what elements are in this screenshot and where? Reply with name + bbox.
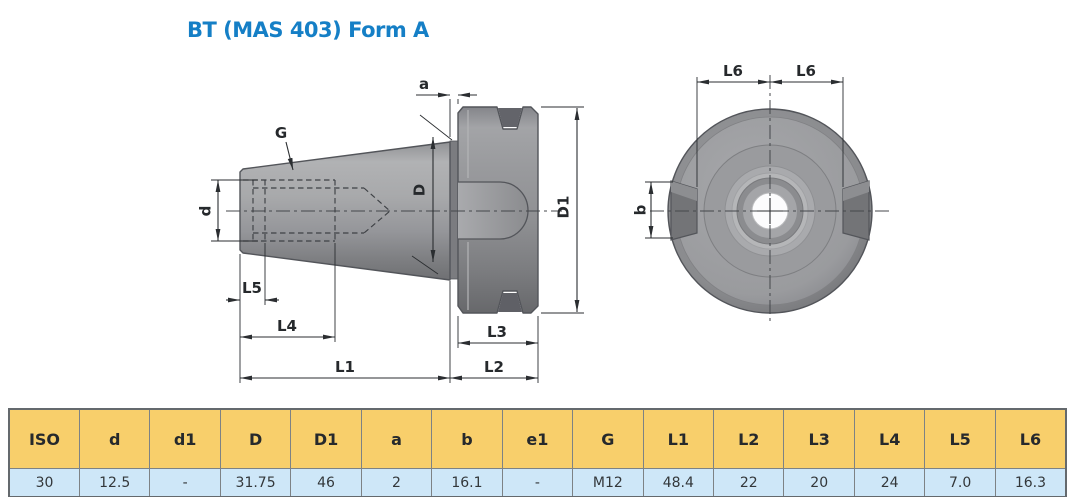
dim-label-l3: L3 (487, 323, 507, 341)
cell-e1: - (501, 468, 574, 497)
col-header-a: a (360, 408, 433, 469)
col-header-l5: L5 (924, 408, 996, 469)
cell-l4: 24 (853, 468, 926, 497)
dim-label-a: a (419, 75, 429, 93)
dim-label-l5: L5 (242, 279, 262, 297)
drive-slot-section (458, 182, 528, 240)
v-groove-top (498, 108, 522, 127)
col-header-g: G (572, 408, 644, 469)
dim-label-l6-left: L6 (723, 62, 743, 80)
cell-l3: 20 (783, 468, 855, 497)
front-view (650, 75, 890, 323)
col-header-cap-d1: D1 (290, 408, 362, 469)
cell-a: 2 (360, 468, 433, 497)
cell-d: 12.5 (78, 468, 151, 497)
cell-iso: 30 (8, 468, 80, 497)
side-view (226, 106, 562, 314)
table-data-row: 30 12.5 - 31.75 46 2 16.1 - M12 48.4 22 … (8, 468, 1067, 497)
cell-l6: 16.3 (994, 468, 1067, 497)
dim-label-b: b (631, 204, 649, 215)
dim-label-g: G (275, 124, 287, 142)
col-header-l4: L4 (853, 408, 926, 469)
dim-label-l6-right: L6 (796, 62, 816, 80)
dim-label-l1: L1 (335, 358, 355, 376)
dim-label-l2: L2 (484, 358, 504, 376)
col-header-l6: L6 (994, 408, 1067, 469)
cell-g: M12 (572, 468, 644, 497)
col-header-cap-d: D (219, 408, 292, 469)
col-header-iso: ISO (8, 408, 80, 469)
page-title: BT (MAS 403) Form A (187, 18, 429, 42)
cell-l5: 7.0 (924, 468, 996, 497)
cell-b: 16.1 (431, 468, 503, 497)
technical-drawing: G d a D D1 L5 L4 (196, 62, 890, 383)
side-view-dimensions: G d a D D1 L5 L4 (196, 75, 584, 383)
dim-label-cap-d: D (410, 184, 428, 196)
col-header-l3: L3 (783, 408, 855, 469)
table-header-row: ISO d d1 D D1 a b e1 G L1 L2 L3 L4 L5 L6 (8, 408, 1067, 469)
col-header-d1: d1 (149, 408, 221, 469)
col-header-l1: L1 (642, 408, 715, 469)
dim-label-d: d (196, 206, 214, 217)
cell-l2: 22 (713, 468, 785, 497)
dim-label-d1: D1 (554, 196, 572, 219)
v-groove-bottom (498, 293, 522, 312)
cell-l1: 48.4 (642, 468, 715, 497)
cell-cap-d1: 46 (290, 468, 362, 497)
taper-neck (449, 140, 459, 280)
cell-cap-d: 31.75 (219, 468, 292, 497)
hidden-thread-lines (243, 179, 391, 242)
front-view-dimensions: L6 L6 b (631, 62, 844, 239)
col-header-b: b (431, 408, 503, 469)
col-header-l2: L2 (713, 408, 785, 469)
col-header-e1: e1 (501, 408, 574, 469)
cell-d1: - (149, 468, 221, 497)
center-cross (757, 198, 783, 224)
col-header-d: d (78, 408, 151, 469)
dim-label-l4: L4 (277, 317, 297, 335)
dimension-table: ISO d d1 D D1 a b e1 G L1 L2 L3 L4 L5 L6… (8, 408, 1067, 497)
